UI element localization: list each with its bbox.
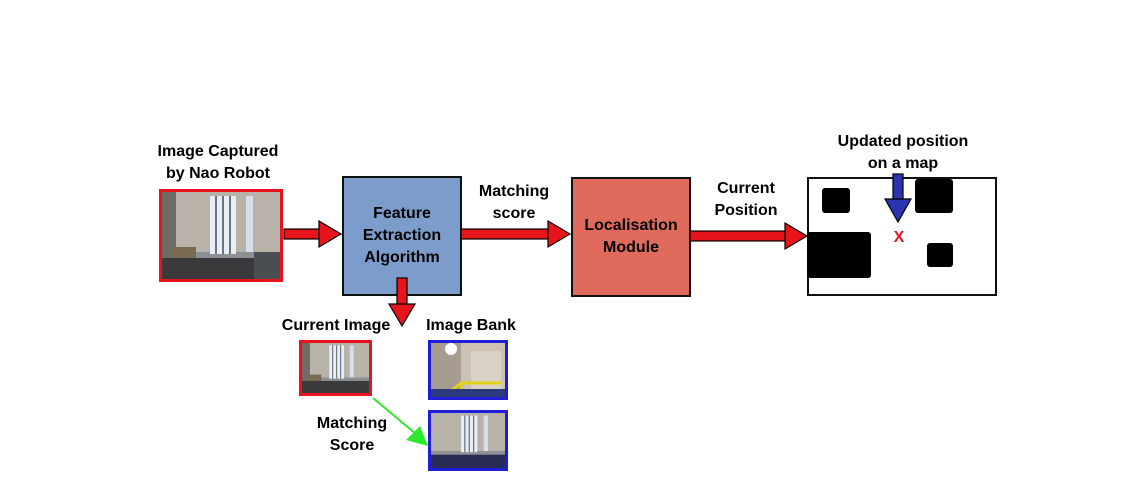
arrow-red <box>283 219 343 249</box>
image-bank-thumbnail <box>428 340 508 400</box>
captured-photo-graphic <box>162 192 280 279</box>
arrow-red <box>460 219 572 249</box>
current-image-label: Current Image <box>281 317 391 334</box>
localisation-module-box: Localisation Module <box>571 177 691 297</box>
arrow-red <box>689 221 809 251</box>
map-position-marker: X <box>893 229 905 246</box>
localisation-module-label: Localisation Module <box>584 217 678 256</box>
matching-score-label: Matching score <box>478 183 550 222</box>
captured-image-label: Image Captured by Nao Robot <box>157 143 279 182</box>
captured-image <box>159 189 283 282</box>
image-bank-label: Image Bank <box>426 317 516 334</box>
current-image-thumbnail <box>299 340 372 396</box>
bank-photo-graphic <box>431 413 505 468</box>
matching-score-bottom-label: Matching Score <box>316 415 388 454</box>
updated-position-label: Updated position on a map <box>837 133 969 172</box>
map-obstacle <box>807 232 871 278</box>
arrow-green <box>372 397 428 446</box>
arrow-red <box>387 277 417 328</box>
map-obstacle <box>915 179 953 213</box>
map-obstacle <box>927 243 953 267</box>
image-bank-thumbnail <box>428 410 508 471</box>
bank-photo-graphic <box>431 343 505 397</box>
feature-extraction-label: Feature Extraction Algorithm <box>362 205 442 266</box>
feature-extraction-box: Feature Extraction Algorithm <box>342 176 462 296</box>
arrow-blue <box>883 173 913 224</box>
current-position-label: Current Position <box>714 180 778 219</box>
current-photo-graphic <box>302 343 369 393</box>
map-obstacle <box>822 188 850 213</box>
